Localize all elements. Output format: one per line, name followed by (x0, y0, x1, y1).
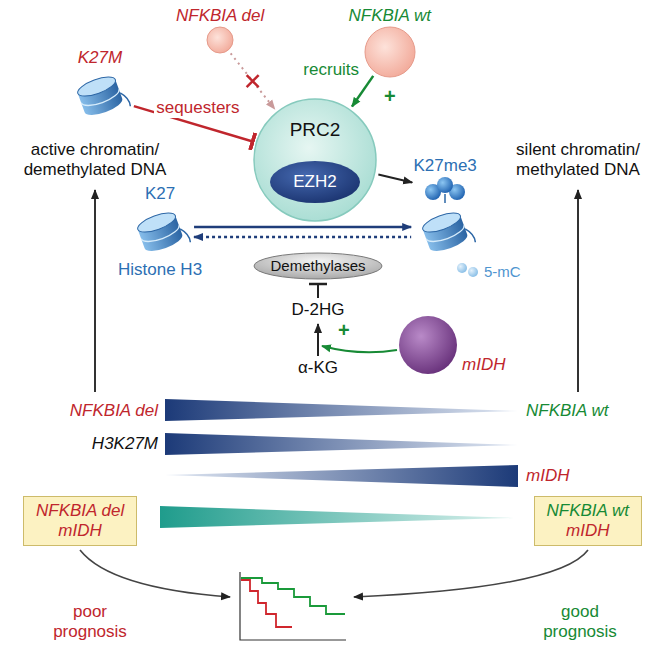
bar-label: H3K27M (92, 434, 158, 454)
metabolite-label: α-KG (298, 358, 338, 378)
nucleosome: K27M (69, 48, 131, 124)
connector-line (378, 175, 412, 183)
state-label: active chromatin/ demethylated DNA (20, 140, 170, 180)
connector (352, 76, 373, 107)
nuc-shape (69, 68, 131, 124)
up-arrow (577, 190, 579, 392)
up-arrow (94, 190, 96, 392)
curved-arrow (354, 550, 588, 597)
nuc-shape (414, 204, 476, 260)
node-label: PRC2 (253, 120, 377, 140)
nucleosome: K27Histone H3 (118, 184, 202, 280)
circle-shape (253, 98, 377, 222)
block-cross (247, 75, 259, 87)
node-label: mIDH (36, 521, 124, 541)
node-label: NFKBIA wt (349, 6, 432, 26)
circle-shape (398, 315, 458, 375)
connector-line (194, 226, 411, 229)
genotype-box: NFKBIA delmIDH (23, 496, 137, 546)
plot-axes (240, 572, 346, 640)
connector (194, 227, 411, 237)
mutant-circle: mIDH (398, 315, 505, 375)
node-label: NFKBIA wt (547, 501, 630, 521)
survival-curve (241, 578, 345, 614)
bar-label: NFKBIA del (70, 401, 158, 421)
inhibition-bar (309, 283, 327, 286)
inhibition-line (317, 285, 319, 298)
protein-circle: NFKBIA del (176, 6, 264, 54)
metabolite-label: D-2HG (292, 300, 345, 320)
nucleosome: K27me3 (414, 156, 477, 260)
survival-curve (241, 580, 292, 627)
connector-line (194, 236, 411, 239)
outcome-label: good prognosis (530, 602, 630, 642)
pink-shape (364, 26, 416, 78)
balls-shape (415, 176, 475, 204)
methyl-ball (457, 263, 467, 273)
plus-sign: + (384, 86, 396, 106)
bar-label: mIDH (526, 466, 569, 486)
methyl-ball (468, 267, 478, 277)
enzyme-oval: Demethylases (253, 252, 383, 280)
enzyme-oval: EZH2 (269, 160, 361, 204)
activation-arrow (322, 346, 397, 352)
edge-label: recruits (301, 60, 361, 80)
gradient-wedge (165, 433, 518, 455)
node-label: K27M (78, 48, 122, 68)
state-label: silent chromatin/ methylated DNA (503, 140, 653, 180)
node-label: NFKBIA del (176, 6, 264, 26)
nuc-shape (129, 204, 191, 260)
node-label: Demethylases (270, 256, 365, 276)
gradient-wedge (165, 399, 518, 421)
curved-arrow (80, 550, 230, 597)
node-label: Histone H3 (118, 260, 202, 280)
gradient-wedge (165, 465, 518, 487)
node-label: K27me3 (414, 156, 477, 176)
bar-label: NFKBIA wt (526, 401, 609, 421)
edge-label: sequesters (154, 98, 241, 118)
outcome-label: poor prognosis (40, 602, 140, 642)
node-label: mIDH (547, 521, 630, 541)
pink-shape (206, 26, 234, 54)
connector-line (352, 76, 373, 107)
node-label: K27 (145, 184, 175, 204)
complex-circle: PRC2EZH2 (253, 98, 377, 222)
mark-label: 5-mC (484, 262, 521, 282)
plus-sign: + (338, 320, 350, 340)
node-label: mIDH (462, 355, 505, 375)
gradient-wedge (160, 506, 514, 528)
genotype-box: NFKBIA wtmIDH (534, 496, 643, 546)
node-label: NFKBIA del (36, 501, 124, 521)
block-cross (247, 75, 259, 87)
node-label: EZH2 (293, 172, 336, 192)
connector (378, 175, 412, 183)
conversion-arrow (317, 324, 319, 356)
